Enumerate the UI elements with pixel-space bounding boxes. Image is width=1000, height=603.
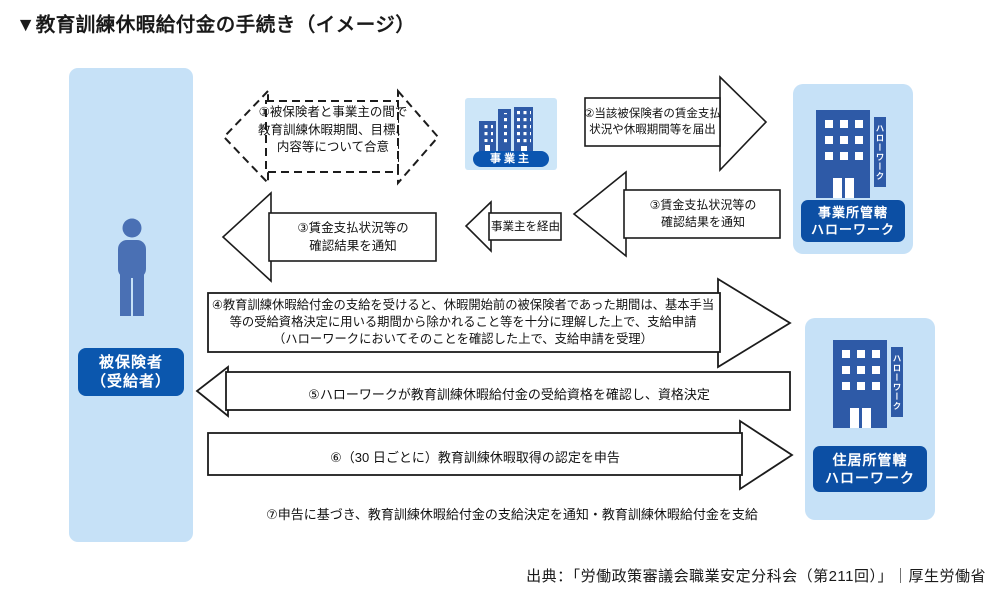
arrow-step4-application-icon [207, 277, 792, 369]
hw-sign: ハローワーク [874, 117, 886, 187]
employer-panel: 事業主 [465, 98, 557, 170]
step7-label: ⑦申告に基づき、教育訓練休暇給付金の支給決定を通知・教育訓練休暇給付金を支給 [266, 507, 758, 522]
hw-building-icon: ハローワーク [833, 334, 903, 428]
hw-building-icon: ハローワーク [816, 104, 886, 198]
hw-office-label: 事業所管轄 ハローワーク [801, 200, 905, 242]
source-caption: 出典：「労働政策審議会職業安定分科会（第211回）」｜厚生労働省 [526, 568, 986, 585]
hw-residence-label: 住居所管轄 ハローワーク [813, 446, 927, 492]
step3-to-insured-label: ③賃金支払状況等の 確認結果を通知 [297, 221, 409, 253]
step4-label: ④教育訓練休暇給付金の支給を受けると、休暇開始前の被保険者であった期間は、基本手… [211, 298, 715, 347]
arrow-step3-from-hw-icon [572, 170, 781, 258]
insured-person-panel: 被保険者 （受給者） [69, 68, 193, 542]
step3-from-hw-label: ③賃金支払状況等の 確認結果を通知 [649, 198, 757, 229]
arrow-step2-report-icon [584, 75, 768, 172]
step6-label: ⑥（30 日ごとに）教育訓練休暇取得の認定を申告 [330, 450, 620, 465]
via-employer-label: 事業主を経由 [491, 221, 560, 233]
arrow-step1-agreement-icon [222, 88, 440, 186]
step1-label: ①被保険者と事業主の間で 教育訓練休暇期間、目標、 内容等について合意 [257, 105, 408, 154]
arrow-step3-to-insured-icon [221, 191, 437, 283]
arrow-via-employer-icon [464, 200, 562, 253]
person-icon [118, 218, 146, 316]
hw-sign: ハローワーク [891, 347, 903, 417]
step5-label: ⑤ハローワークが教育訓練休暇給付金の受給資格を確認し、資格決定 [308, 387, 710, 402]
arrow-step5-decision-icon [195, 365, 791, 418]
employer-label: 事業主 [473, 151, 549, 167]
insured-label: 被保険者 （受給者） [78, 348, 184, 396]
page-title: ▼教育訓練休暇給付金の手続き（イメージ） [16, 14, 416, 36]
step2-label: ②当該被保険者の賃金支払 状況や休暇期間等を届出 [584, 108, 721, 136]
hw-office-panel: ハローワーク 事業所管轄 ハローワーク [793, 84, 913, 254]
hw-residence-panel: ハローワーク 住居所管轄 ハローワーク [805, 318, 935, 520]
employer-buildings-icon [479, 107, 533, 152]
arrow-step6-report-icon [207, 419, 794, 491]
